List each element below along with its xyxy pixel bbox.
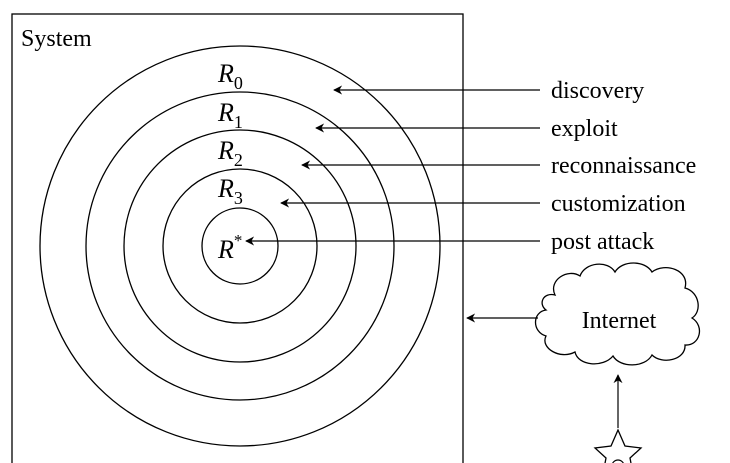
ring-r2 — [123, 129, 357, 363]
ring-r3 — [162, 168, 318, 324]
ring-label-rstar: R* — [217, 231, 242, 264]
phase-label-exploit: exploit — [551, 116, 618, 142]
ring-r1 — [85, 91, 395, 401]
ring-rstar — [201, 207, 279, 285]
phase-label-post-attack: post attack — [551, 229, 654, 255]
cloud-icon — [534, 262, 701, 366]
internet-label: Internet — [582, 308, 657, 334]
phase-label-reconnaissance: reconnaissance — [551, 153, 696, 179]
system-box — [11, 13, 464, 463]
system-label: System — [21, 26, 92, 52]
star-icon — [593, 428, 643, 463]
phase-label-discovery: discovery — [551, 78, 644, 104]
ring-label-r1: R1 — [217, 98, 243, 132]
phase-label-customization: customization — [551, 191, 686, 217]
ring-label-r2: R2 — [217, 136, 243, 170]
ring-label-r0: R0 — [217, 59, 243, 93]
ring-label-r3: R3 — [217, 174, 243, 208]
ring-r0 — [39, 45, 441, 447]
